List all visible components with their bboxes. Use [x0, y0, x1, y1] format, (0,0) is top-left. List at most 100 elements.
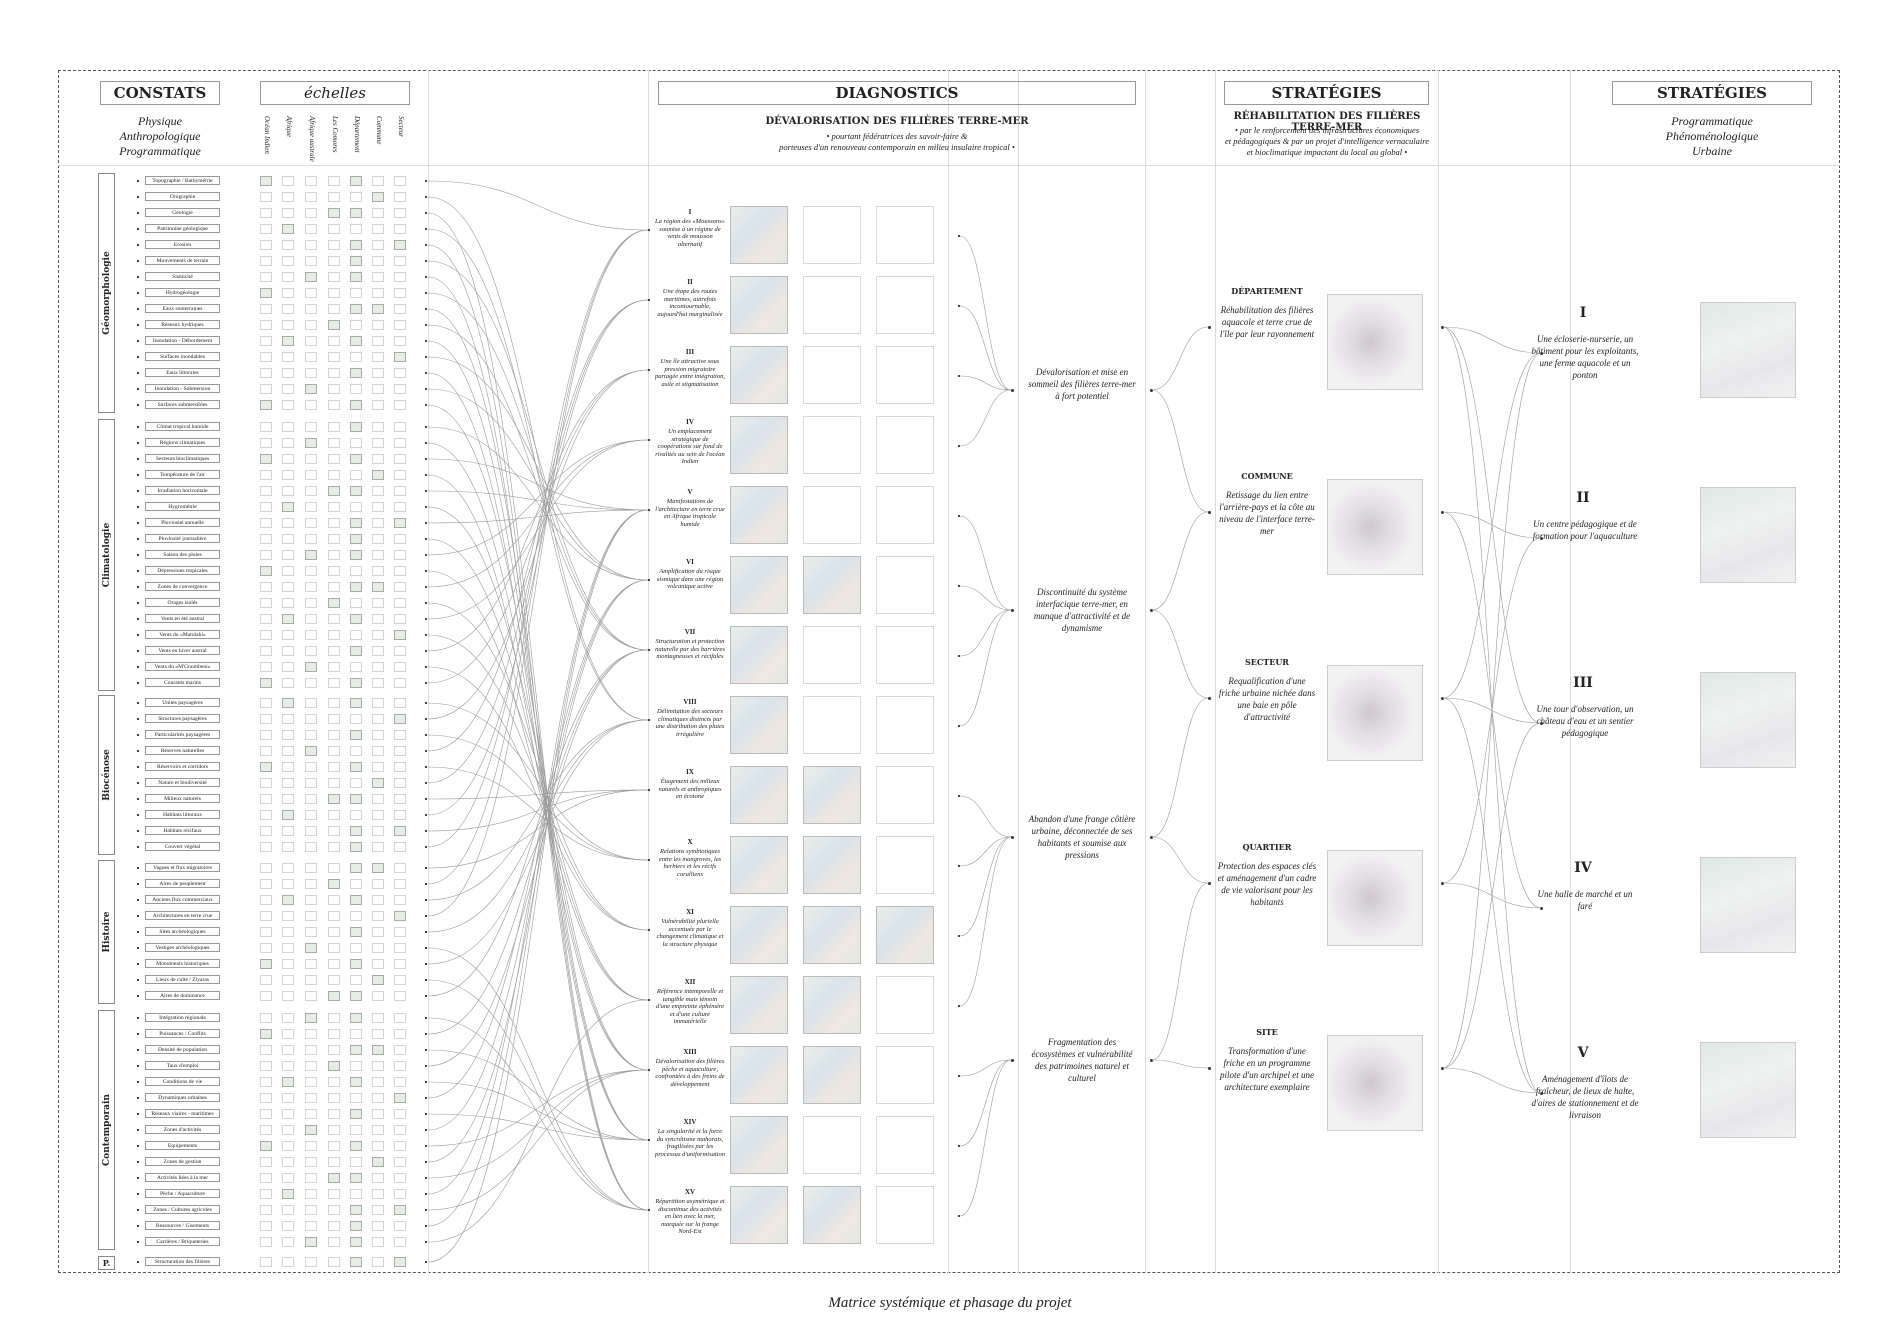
matrix-cell	[260, 1045, 272, 1055]
column-divider	[1215, 70, 1216, 1273]
echelles-title: échelles	[260, 81, 410, 105]
matrix-cell	[372, 630, 384, 640]
row-output-dot	[425, 474, 427, 476]
synthesis-to-level-link	[1151, 1059, 1209, 1069]
matrix-cell	[328, 826, 340, 836]
criterion-label: Surfaces inondables	[145, 352, 220, 361]
matrix-cell	[260, 1125, 272, 1135]
level-name: QUARTIER	[1242, 842, 1292, 852]
matrix-cell	[372, 1093, 384, 1103]
matrix-cell	[282, 454, 294, 464]
synthesis-out-dot	[1150, 836, 1153, 839]
criterion-label: Milieux naturels	[145, 794, 220, 803]
matrix-cell	[328, 454, 340, 464]
synthesis-to-level-link	[1151, 697, 1209, 838]
matrix-cell	[350, 778, 362, 788]
diagnostic-number: I	[688, 208, 692, 216]
matrix-cell	[394, 176, 406, 186]
synthesis-in-dot	[1011, 1059, 1014, 1062]
criterion-label: Structuration des filières	[145, 1257, 220, 1266]
row-tick	[137, 830, 139, 832]
phase-map	[1700, 857, 1796, 953]
row-tick	[137, 570, 139, 572]
matrix-cell	[328, 730, 340, 740]
matrix-cell	[394, 927, 406, 937]
constat-to-diagnostic-link	[427, 602, 649, 931]
diag-out-dot	[958, 1145, 960, 1147]
phase-map	[1700, 487, 1796, 583]
matrix-cell	[372, 400, 384, 410]
matrix-cell	[260, 1109, 272, 1119]
row-output-dot	[425, 212, 427, 214]
diagnostic-map-thumbnail	[876, 346, 934, 404]
constat-to-diagnostic-link	[427, 308, 649, 1141]
constat-to-diagnostic-link	[427, 634, 649, 931]
matrix-cell	[260, 598, 272, 608]
matrix-cell	[260, 1141, 272, 1151]
matrix-cell	[372, 272, 384, 282]
matrix-cell	[372, 534, 384, 544]
matrix-cell	[372, 1257, 384, 1267]
row-tick	[137, 602, 139, 604]
constat-to-diagnostic-link	[427, 509, 649, 1227]
diagnostic-synthesis: Abandon d'une frange côtière urbaine, dé…	[1028, 814, 1136, 860]
matrix-cell	[394, 192, 406, 202]
row-tick	[137, 846, 139, 848]
criterion-label: Hydrogéologie	[145, 288, 220, 297]
matrix-cell	[260, 1029, 272, 1039]
phase-text: Une écloserie-nurserie, un bâtiment pour…	[1531, 334, 1639, 380]
matrix-cell	[260, 698, 272, 708]
constat-to-diagnostic-link	[427, 766, 649, 861]
constat-to-diagnostic-link	[427, 180, 649, 231]
matrix-cell	[305, 566, 317, 576]
matrix-cell	[372, 1013, 384, 1023]
matrix-cell	[328, 1093, 340, 1103]
row-tick	[137, 963, 139, 965]
matrix-cell	[260, 224, 272, 234]
matrix-cell	[394, 240, 406, 250]
matrix-cell	[260, 422, 272, 432]
matrix-cell	[350, 794, 362, 804]
matrix-cell	[350, 911, 362, 921]
matrix-cell	[394, 863, 406, 873]
diag-out-dot	[958, 445, 960, 447]
criterion-label: Vents du «M'Gnombeni»	[145, 662, 220, 671]
matrix-cell	[282, 320, 294, 330]
matrix-cell	[372, 646, 384, 656]
matrix-cell	[372, 911, 384, 921]
matrix-cell	[328, 975, 340, 985]
diagnostic-to-synthesis-link	[959, 1059, 1012, 1217]
matrix-cell	[350, 1077, 362, 1087]
matrix-cell	[260, 1077, 272, 1087]
criterion-label: Réserves naturelles	[145, 746, 220, 755]
matrix-cell	[350, 1029, 362, 1039]
matrix-cell	[282, 1157, 294, 1167]
row-output-dot	[425, 1177, 427, 1179]
diagnostic-text: Relations symbiotiques entre les mangrov…	[658, 848, 722, 878]
matrix-cell	[305, 762, 317, 772]
diagnostic-map-thumbnail	[876, 696, 934, 754]
matrix-cell	[305, 714, 317, 724]
matrix-cell	[372, 304, 384, 314]
constat-to-diagnostic-link	[427, 509, 649, 524]
row-tick	[137, 1049, 139, 1051]
matrix-cell	[328, 400, 340, 410]
row-tick	[137, 899, 139, 901]
matrix-cell	[350, 746, 362, 756]
diagnostic-synthesis: Fragmentation des écosystèmes et vulnéra…	[1031, 1037, 1133, 1083]
constat-to-diagnostic-link	[427, 299, 649, 752]
criterion-label: Unités paysagères	[145, 698, 220, 707]
row-output-dot	[425, 276, 427, 278]
constat-to-diagnostic-link	[427, 579, 649, 1131]
matrix-cell	[350, 470, 362, 480]
criterion-label: Particularités paysagères	[145, 730, 220, 739]
row-tick	[137, 1097, 139, 1099]
matrix-cell	[372, 566, 384, 576]
diagnostic-number: XIII	[683, 1048, 697, 1056]
row-tick	[137, 814, 139, 816]
matrix-cell	[372, 991, 384, 1001]
diagnostic-map-thumbnail	[730, 626, 788, 684]
matrix-cell	[394, 518, 406, 528]
matrix-cell	[305, 422, 317, 432]
matrix-cell	[328, 879, 340, 889]
